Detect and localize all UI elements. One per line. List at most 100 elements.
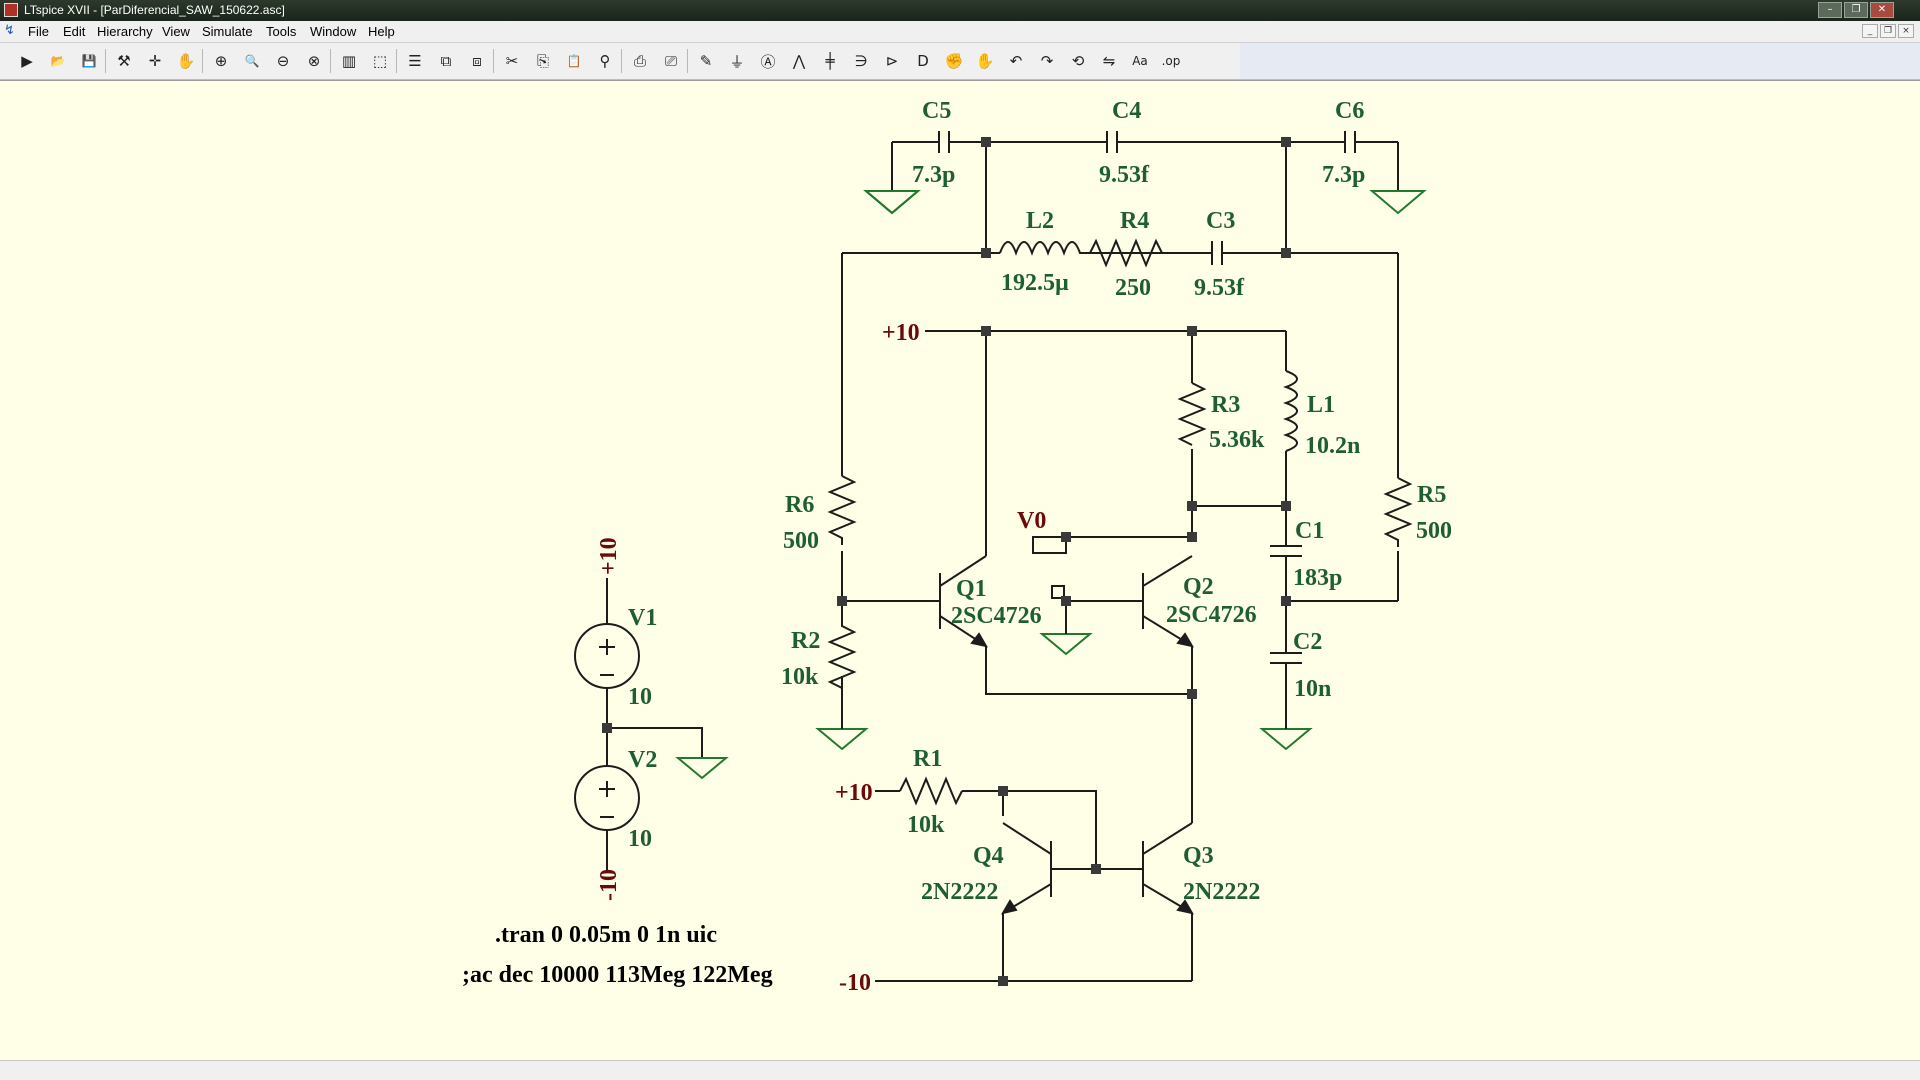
minimize-button[interactable]: – (1818, 2, 1842, 18)
ground-q2-icon (1039, 633, 1093, 656)
text-icon[interactable]: Aa (1132, 54, 1148, 68)
tile-vertical-icon[interactable]: ⧈ (472, 52, 482, 70)
r1-value: 10k (907, 812, 945, 838)
toolbar-empty-area (1240, 43, 1920, 79)
q4-name: Q4 (973, 843, 1004, 869)
tile-horizontal-icon[interactable]: ☰ (408, 52, 422, 70)
spice-directive-icon[interactable]: .op (1161, 54, 1181, 68)
rotate-icon[interactable]: ⟲ (1071, 52, 1085, 70)
r2-name: R2 (791, 628, 820, 654)
menu-help[interactable]: Help (368, 24, 395, 39)
toolbar-separator (105, 49, 106, 73)
maximize-button[interactable]: ❐ (1844, 2, 1868, 18)
c2-name: C2 (1293, 629, 1322, 655)
undo-icon[interactable]: ↶ (1009, 52, 1023, 70)
r4-symbol (1089, 238, 1168, 268)
autorange-icon[interactable]: ⬚ (372, 52, 388, 70)
l1-value: 10.2n (1305, 433, 1360, 459)
find-icon[interactable]: ⚲ (599, 52, 611, 70)
spice-directives[interactable]: .tran 0 0.05m 0 1n uic ;ac dec 10000 113… (462, 922, 773, 988)
zoom-in-icon[interactable]: ⊕ (214, 52, 228, 70)
menu-window[interactable]: Window (310, 24, 357, 39)
resistor-icon[interactable]: ⋀ (792, 52, 806, 70)
c1-name: C1 (1295, 518, 1324, 544)
net-label-v1-plus10: +10 (596, 537, 622, 575)
c5-value: 7.3p (912, 162, 955, 188)
print-preview-icon[interactable]: ⎚ (664, 52, 677, 70)
component-labels[interactable]: C5 7.3p C4 9.53f C6 7.3p L2 192.5µ R4 25… (628, 98, 1452, 905)
r6-value: 500 (783, 528, 819, 554)
toolbar-separator (493, 49, 494, 73)
ltspice-app-icon[interactable] (4, 3, 18, 17)
q2-emitter-arrow (1176, 632, 1195, 648)
drag-icon[interactable]: ✋ (975, 52, 995, 70)
zoom-fit-icon[interactable]: ⊗ (307, 52, 321, 70)
ground-c6-icon (1369, 190, 1427, 215)
waveform-icon[interactable]: ▥ (341, 52, 357, 70)
schematic-drawing[interactable]: C5 7.3p C4 9.53f C6 7.3p L2 192.5µ R4 25… (0, 81, 1920, 1059)
c2-symbol (1270, 652, 1302, 673)
net-label-plus10-top: +10 (882, 320, 920, 346)
schematic-canvas[interactable]: C5 7.3p C4 9.53f C6 7.3p L2 192.5µ R4 25… (0, 80, 1920, 1060)
save-icon[interactable]: 💾 (81, 54, 97, 68)
l2-name: L2 (1026, 208, 1054, 234)
c5-symbol (938, 131, 950, 153)
probe-icon[interactable]: ✛ (148, 52, 162, 70)
zoom-out-icon[interactable]: ⊖ (276, 52, 290, 70)
net-label-plus10-r1: +10 (835, 780, 873, 806)
mdi-close-button[interactable]: × (1898, 24, 1914, 38)
q4-emitter-arrow (1000, 899, 1018, 915)
zoom-pan-icon[interactable]: 🔍 (244, 54, 260, 68)
ground-c5-icon (863, 190, 921, 215)
cut-icon[interactable]: ✂ (505, 52, 519, 70)
menu-hierarchy[interactable]: Hierarchy (97, 24, 153, 39)
menu-simulate[interactable]: Simulate (202, 24, 253, 39)
v2-value: 10 (628, 826, 652, 852)
menu-tools[interactable]: Tools (266, 24, 297, 39)
move-icon[interactable]: ✊ (944, 52, 964, 70)
r2-symbol (827, 601, 857, 689)
toolbar-separator (396, 49, 397, 73)
components[interactable] (574, 131, 1413, 915)
v1-name: V1 (628, 605, 657, 631)
open-icon[interactable]: 📂 (50, 54, 66, 68)
ground-icon[interactable]: ⏚ (729, 52, 745, 71)
r1-symbol (899, 776, 963, 806)
draw-wire-icon[interactable]: ✎ (699, 52, 713, 70)
label-net-icon[interactable]: Ⓐ (760, 52, 776, 71)
mirror-icon[interactable]: ⇋ (1102, 52, 1116, 70)
title-bar: LTspice XVII - [ParDiferencial_SAW_15062… (0, 0, 1920, 21)
mdi-restore-button[interactable]: ❐ (1880, 24, 1896, 38)
r6-name: R6 (785, 492, 814, 518)
schematic-doc-icon[interactable]: ↯ (4, 23, 15, 38)
l2-symbol (999, 241, 1090, 256)
l1-symbol (1283, 370, 1298, 452)
cascade-icon[interactable]: ⧉ (440, 52, 452, 70)
paste-icon[interactable]: 📋 (566, 54, 582, 68)
control-panel-icon[interactable]: ⚒ (117, 52, 131, 70)
run-icon[interactable]: ▶ (21, 52, 33, 70)
menu-bar: ↯ File Edit Hierarchy View Simulate Tool… (0, 21, 1920, 43)
c1-value: 183p (1293, 565, 1342, 591)
menu-file[interactable]: File (28, 24, 49, 39)
menu-edit[interactable]: Edit (63, 24, 86, 39)
mdi-minimize-button[interactable]: _ (1862, 24, 1878, 38)
q2-model: 2SC4726 (1166, 602, 1257, 628)
ac-comment: ;ac dec 10000 113Meg 122Meg (462, 962, 773, 988)
print-icon[interactable]: ⎙ (633, 52, 646, 70)
menu-view[interactable]: View (162, 24, 190, 39)
capacitor-icon[interactable]: ╪ (825, 52, 835, 70)
component-icon[interactable]: D (917, 52, 929, 70)
copy-icon[interactable]: ⎘ (536, 52, 549, 70)
pan-icon[interactable]: ✋ (176, 52, 196, 70)
net-labels[interactable]: +10 +10 -10 V0 +10 -10 (596, 320, 1046, 996)
c3-symbol (1211, 241, 1223, 265)
q2-symbol (1142, 555, 1193, 647)
close-button[interactable]: ✕ (1870, 2, 1894, 18)
r2-value: 10k (781, 664, 819, 690)
inductor-icon[interactable]: ∋ (854, 52, 868, 70)
tran-directive: .tran 0 0.05m 0 1n uic (495, 922, 717, 948)
diode-icon[interactable]: ⊳ (885, 52, 899, 70)
r5-name: R5 (1417, 482, 1446, 508)
redo-icon[interactable]: ↷ (1040, 52, 1054, 70)
